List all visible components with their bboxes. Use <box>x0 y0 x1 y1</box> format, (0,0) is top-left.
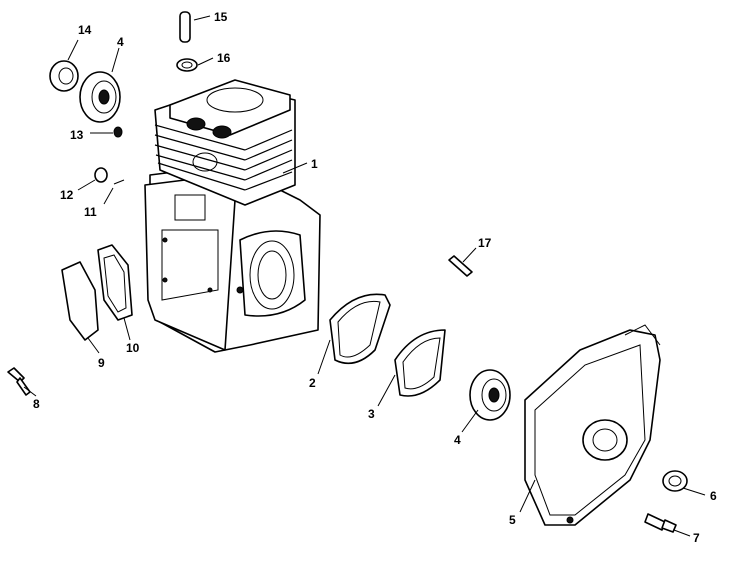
cylinder-block <box>144 79 321 353</box>
dowel-15 <box>179 11 191 43</box>
washer-16 <box>176 58 198 72</box>
pin-17 <box>448 255 473 277</box>
bearing-upper <box>79 71 121 123</box>
ring-12 <box>94 167 108 183</box>
callout-7: 7 <box>693 531 700 545</box>
leader-lines <box>23 15 706 537</box>
bearing-lower <box>469 369 511 421</box>
plug-13 <box>113 126 123 138</box>
callout-13: 13 <box>70 128 84 142</box>
callout-9: 9 <box>98 356 105 370</box>
callout-17: 17 <box>478 236 492 250</box>
callout-16: 16 <box>217 51 231 65</box>
callout-11: 11 <box>84 205 97 219</box>
gear-cover <box>524 324 661 526</box>
gasket-2 <box>329 293 391 365</box>
screw-8 <box>7 367 31 396</box>
pin-11 <box>113 179 125 185</box>
seal-14 <box>49 60 79 92</box>
callout-labels: 1 2 3 4 4 5 6 7 8 9 10 11 12 13 14 15 16… <box>33 10 717 545</box>
gasket-3 <box>394 329 446 397</box>
callout-15: 15 <box>214 10 228 24</box>
callout-10: 10 <box>126 341 140 355</box>
callout-4-upper: 4 <box>117 35 124 49</box>
callout-14: 14 <box>78 23 92 37</box>
callout-5: 5 <box>509 513 516 527</box>
bolt-7 <box>644 513 677 533</box>
callout-6: 6 <box>710 489 717 503</box>
callout-1: 1 <box>311 157 318 171</box>
callout-12: 12 <box>60 188 74 202</box>
callout-2: 2 <box>309 376 316 390</box>
callout-3: 3 <box>368 407 375 421</box>
gasket-plate-10 <box>97 244 133 321</box>
callout-4-lower: 4 <box>454 433 461 447</box>
oil-seal-6 <box>662 470 688 492</box>
callout-8: 8 <box>33 397 40 411</box>
cover-plate-9 <box>61 261 99 341</box>
